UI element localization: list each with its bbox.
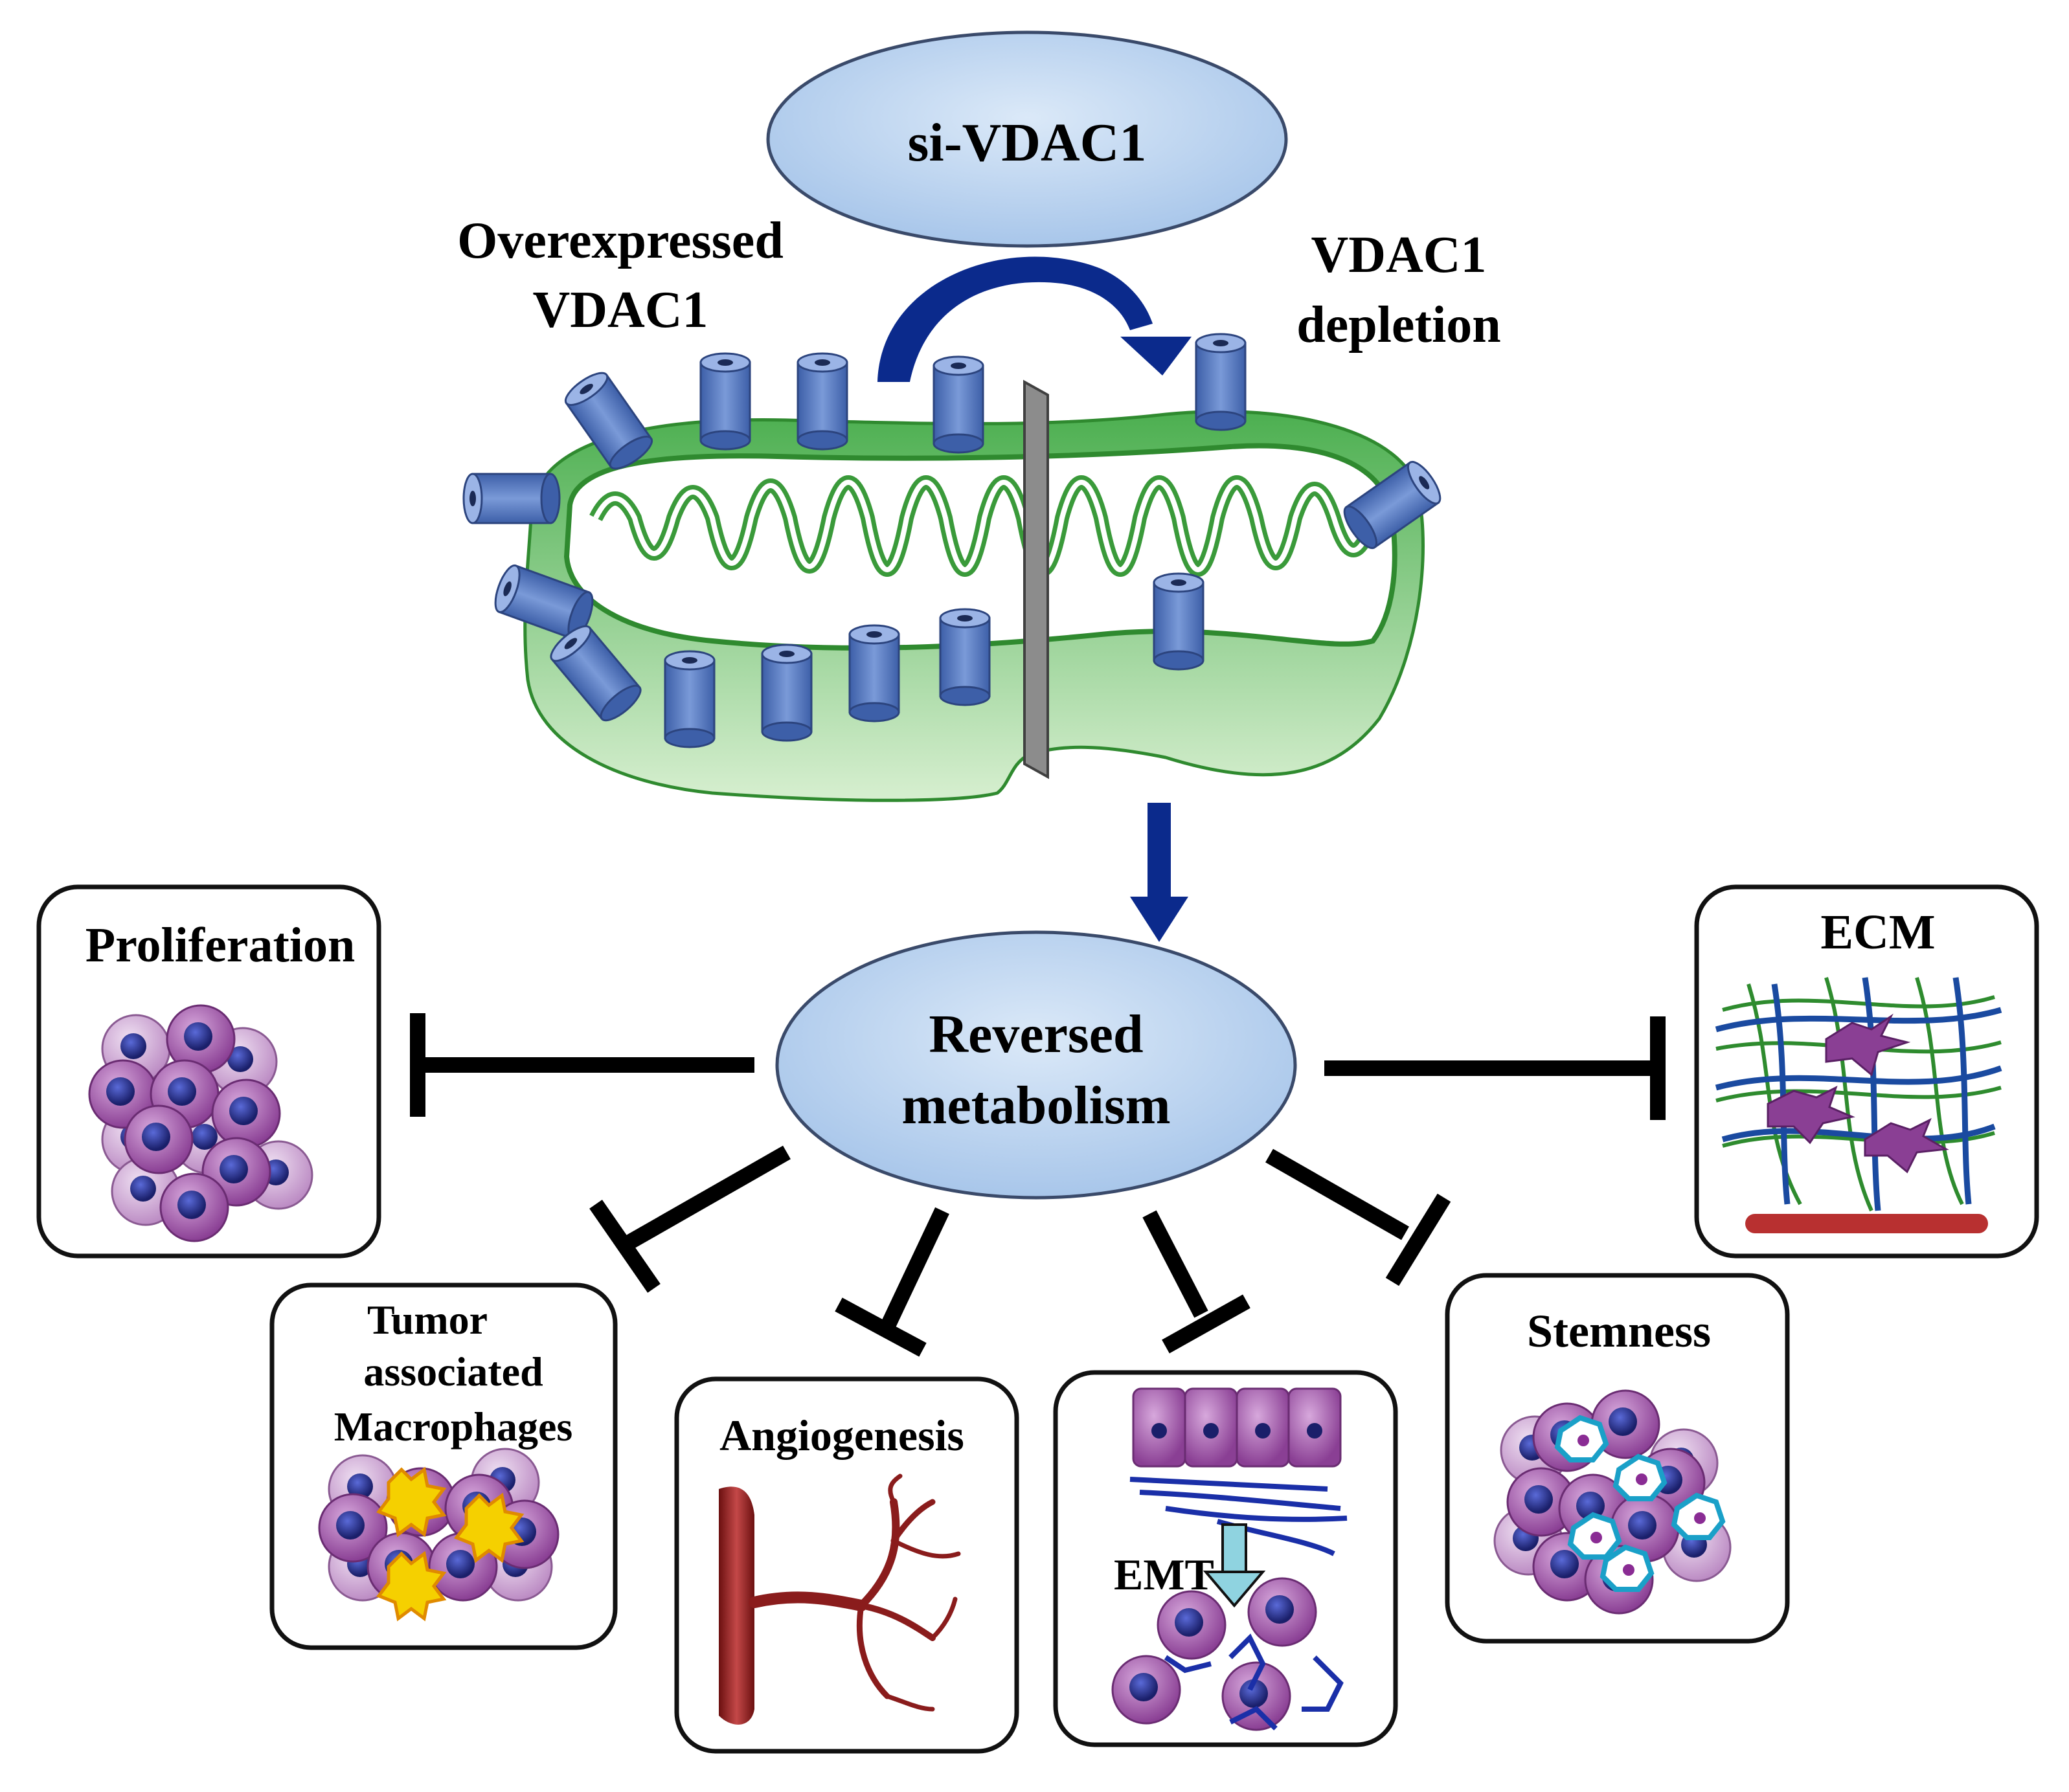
- stemness-box: Stemness: [1445, 1273, 1790, 1644]
- epithelial-cells: [1132, 1387, 1342, 1468]
- tam-box: Tumor associated Macrophages: [269, 1282, 618, 1650]
- ecm-mesh: [1715, 977, 2002, 1212]
- reversed-metabolism-ellipse: Reversed metabolism: [775, 930, 1297, 1200]
- si-vdac1-label: si-VDAC1: [908, 113, 1147, 173]
- overexpressed-label-line2: VDAC1: [532, 282, 708, 339]
- reversed-metabolism-line1: Reversed: [929, 1004, 1143, 1064]
- reversed-metabolism-line2: metabolism: [901, 1075, 1170, 1136]
- curved-arrow: [877, 256, 1192, 382]
- angiogenesis-label: Angiogenesis: [719, 1411, 964, 1460]
- angiogenesis-box: Angiogenesis: [674, 1376, 1019, 1754]
- tam-label-line1: Tumor: [367, 1297, 488, 1343]
- tam-label-line2: associated: [363, 1349, 543, 1394]
- depletion-label-line1: VDAC1: [1311, 227, 1486, 284]
- fibroblast-cells: [1767, 1013, 1949, 1174]
- down-arrow: [1130, 803, 1188, 942]
- ecm-box: ECM: [1694, 884, 2039, 1259]
- macrophage-icons: [376, 1466, 525, 1622]
- ecm-label: ECM: [1820, 905, 1935, 959]
- overexpressed-label-line1: Overexpressed: [457, 212, 784, 269]
- emt-fibers: [1164, 1633, 1344, 1730]
- divider-bar: [1023, 379, 1049, 779]
- stemness-label: Stemness: [1527, 1305, 1711, 1357]
- mitochondrion: [523, 410, 1425, 802]
- emt-box: EMT: [1053, 1370, 1398, 1747]
- tam-label-line3: Macrophages: [334, 1404, 573, 1450]
- proliferation-label: Proliferation: [85, 918, 355, 972]
- depletion-label-line2: depletion: [1296, 297, 1501, 353]
- emt-down-arrow: [1203, 1523, 1266, 1608]
- basement-membrane: [1745, 1214, 1988, 1233]
- blood-vessel: [719, 1473, 961, 1725]
- proliferation-box: Proliferation: [36, 884, 381, 1259]
- inhibition-arrows: [410, 1013, 1666, 1357]
- si-vdac1-ellipse: si-VDAC1: [766, 30, 1288, 248]
